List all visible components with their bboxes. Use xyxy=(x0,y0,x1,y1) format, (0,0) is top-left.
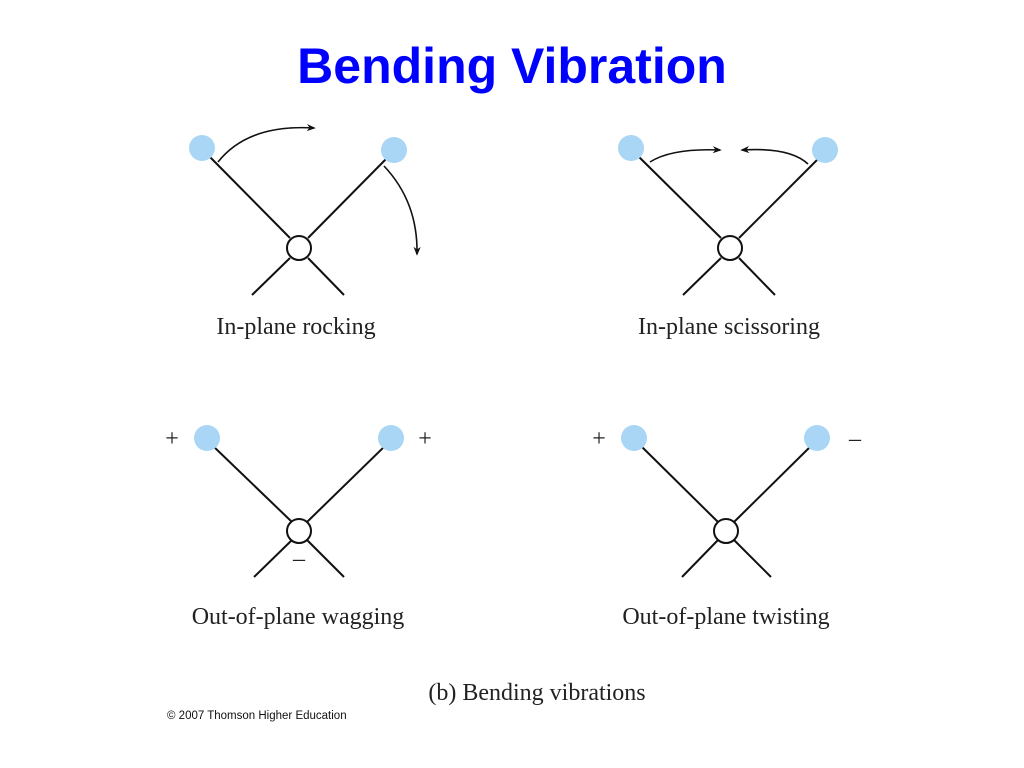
scissoring-right-arrow xyxy=(740,145,809,165)
scissoring-panel: In-plane scissoring xyxy=(618,135,838,340)
wagging-right-bond xyxy=(306,444,387,523)
wagging-center-atom xyxy=(286,518,312,544)
twisting-left-bond xyxy=(639,444,719,523)
rocking-right-bond xyxy=(307,156,389,239)
twisting-lower-left-bond xyxy=(681,539,719,578)
twisting-left-atom xyxy=(621,425,647,451)
wagging-left-bond xyxy=(211,444,293,523)
scissoring-caption: In-plane scissoring xyxy=(638,314,820,340)
wagging-lower-left-bond xyxy=(253,539,293,578)
wagging-right-atom xyxy=(378,425,404,451)
twisting-lower-right-bond xyxy=(733,539,772,578)
rocking-left-arrow xyxy=(217,123,316,163)
scissoring-left-arrow xyxy=(649,146,722,163)
twisting-right-bond xyxy=(733,444,813,523)
rocking-left-atom xyxy=(189,135,215,161)
wagging-left-atom xyxy=(194,425,220,451)
figure-caption: (b) Bending vibrations xyxy=(428,680,645,706)
scissoring-center-atom xyxy=(717,235,743,261)
wagging-center-sign: – xyxy=(292,546,306,572)
twisting-right-sign: – xyxy=(848,426,862,452)
wagging-left-sign: + xyxy=(165,426,179,452)
rocking-left-bond xyxy=(207,154,291,239)
twisting-caption: Out-of-plane twisting xyxy=(622,604,829,630)
copyright-notice: © 2007 Thomson Higher Education xyxy=(167,710,347,722)
rocking-caption: In-plane rocking xyxy=(216,314,375,340)
twisting-panel: + – Out-of-plane twisting xyxy=(592,425,862,630)
rocking-right-arrow xyxy=(383,165,421,256)
rocking-panel: In-plane rocking xyxy=(189,123,421,340)
rocking-lower-left-bond xyxy=(251,257,291,296)
scissoring-right-atom xyxy=(812,137,838,163)
scissoring-left-bond xyxy=(636,154,722,239)
twisting-center-atom xyxy=(713,518,739,544)
wagging-right-sign: + xyxy=(418,426,432,452)
rocking-lower-right-bond xyxy=(307,257,345,296)
scissoring-left-atom xyxy=(618,135,644,161)
wagging-lower-right-bond xyxy=(306,539,345,578)
wagging-caption: Out-of-plane wagging xyxy=(192,604,405,630)
rocking-center-atom xyxy=(286,235,312,261)
twisting-left-sign: + xyxy=(592,426,606,452)
scissoring-lower-right-bond xyxy=(738,257,776,296)
rocking-right-atom xyxy=(381,137,407,163)
slide-title: Bending Vibration xyxy=(297,38,727,94)
scissoring-lower-left-bond xyxy=(682,257,722,296)
scissoring-right-bond xyxy=(738,156,821,239)
twisting-right-atom xyxy=(804,425,830,451)
wagging-panel: + + – Out-of-plane wagging xyxy=(165,425,432,630)
